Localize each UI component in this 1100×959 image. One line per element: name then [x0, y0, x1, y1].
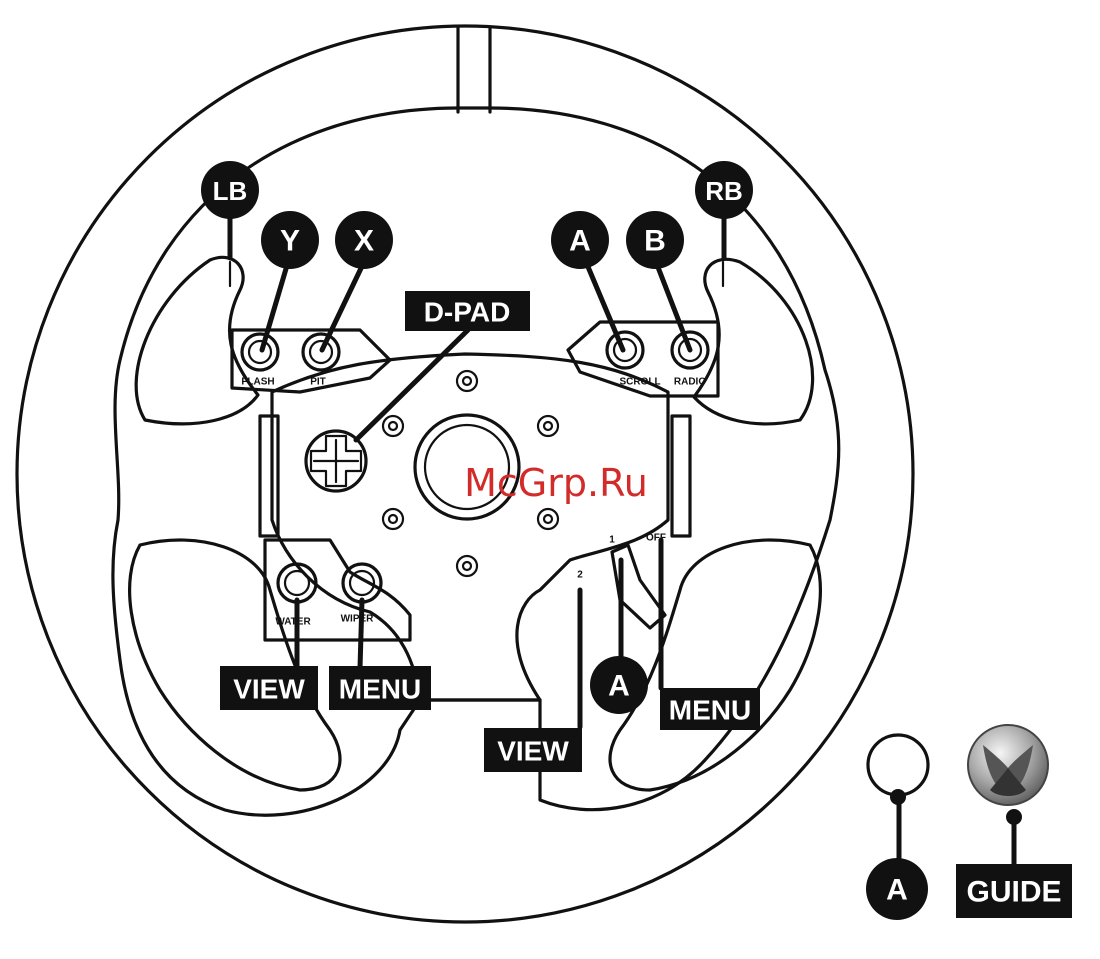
screw-icon: [383, 509, 403, 529]
svg-text:MENU: MENU: [339, 674, 421, 705]
pit-button: PIT: [303, 334, 339, 388]
xbox-guide-icon: [968, 725, 1048, 825]
svg-text:MENU: MENU: [669, 695, 751, 726]
screw-icon: [457, 371, 477, 391]
svg-text:GUIDE: GUIDE: [966, 876, 1061, 909]
watermark: McGrp.Ru: [464, 461, 648, 505]
svg-text:X: X: [354, 225, 374, 258]
guide-badge: GUIDE: [956, 864, 1072, 918]
center-hub-plate: [272, 354, 668, 700]
lb-badge: LB: [201, 161, 259, 219]
right-lower-grip: [610, 540, 820, 790]
scroll-caption: SCROLL: [619, 377, 660, 388]
y-badge: Y: [261, 211, 319, 269]
pit-caption: PIT: [310, 377, 326, 388]
menu-left-badge: MENU: [329, 666, 431, 710]
b-badge: B: [626, 211, 684, 269]
dpad-badge: D-PAD: [405, 291, 530, 331]
radio-button: RADIO: [672, 332, 708, 388]
svg-text:A: A: [569, 225, 591, 258]
svg-text:Y: Y: [280, 225, 300, 258]
a-bottom-badge: A: [866, 858, 928, 920]
screw-icon: [538, 416, 558, 436]
view-right-badge: VIEW: [484, 728, 582, 772]
a-mid-badge: A: [590, 656, 648, 714]
svg-text:VIEW: VIEW: [497, 736, 569, 767]
svg-text:B: B: [644, 225, 666, 258]
svg-text:A: A: [608, 670, 630, 703]
flash-button: FLASH: [241, 334, 278, 388]
menu-right-badge: MENU: [660, 688, 760, 730]
svg-text:VIEW: VIEW: [233, 674, 305, 705]
wiper-caption: WIPER: [341, 614, 375, 625]
screw-icon: [383, 416, 403, 436]
screw-icon: [538, 509, 558, 529]
leader-lines: [230, 205, 1014, 866]
scroll-button: SCROLL: [607, 332, 661, 388]
a-top-badge: A: [551, 211, 609, 269]
view-left-badge: VIEW: [220, 666, 318, 710]
switch-2-caption: 2: [577, 570, 583, 581]
svg-text:D-PAD: D-PAD: [424, 297, 511, 328]
x-badge: X: [335, 211, 393, 269]
radio-caption: RADIO: [674, 377, 706, 388]
left-upper-grip: [136, 257, 258, 423]
screw-icon: [457, 556, 477, 576]
switch-1-caption: 1: [609, 535, 615, 546]
svg-text:RB: RB: [705, 176, 743, 206]
rb-badge: RB: [695, 161, 753, 219]
water-caption: WATER: [275, 617, 311, 628]
svg-text:A: A: [886, 874, 908, 907]
svg-text:LB: LB: [213, 176, 248, 206]
flash-caption: FLASH: [241, 377, 274, 388]
empty-button-icon: [868, 735, 928, 805]
